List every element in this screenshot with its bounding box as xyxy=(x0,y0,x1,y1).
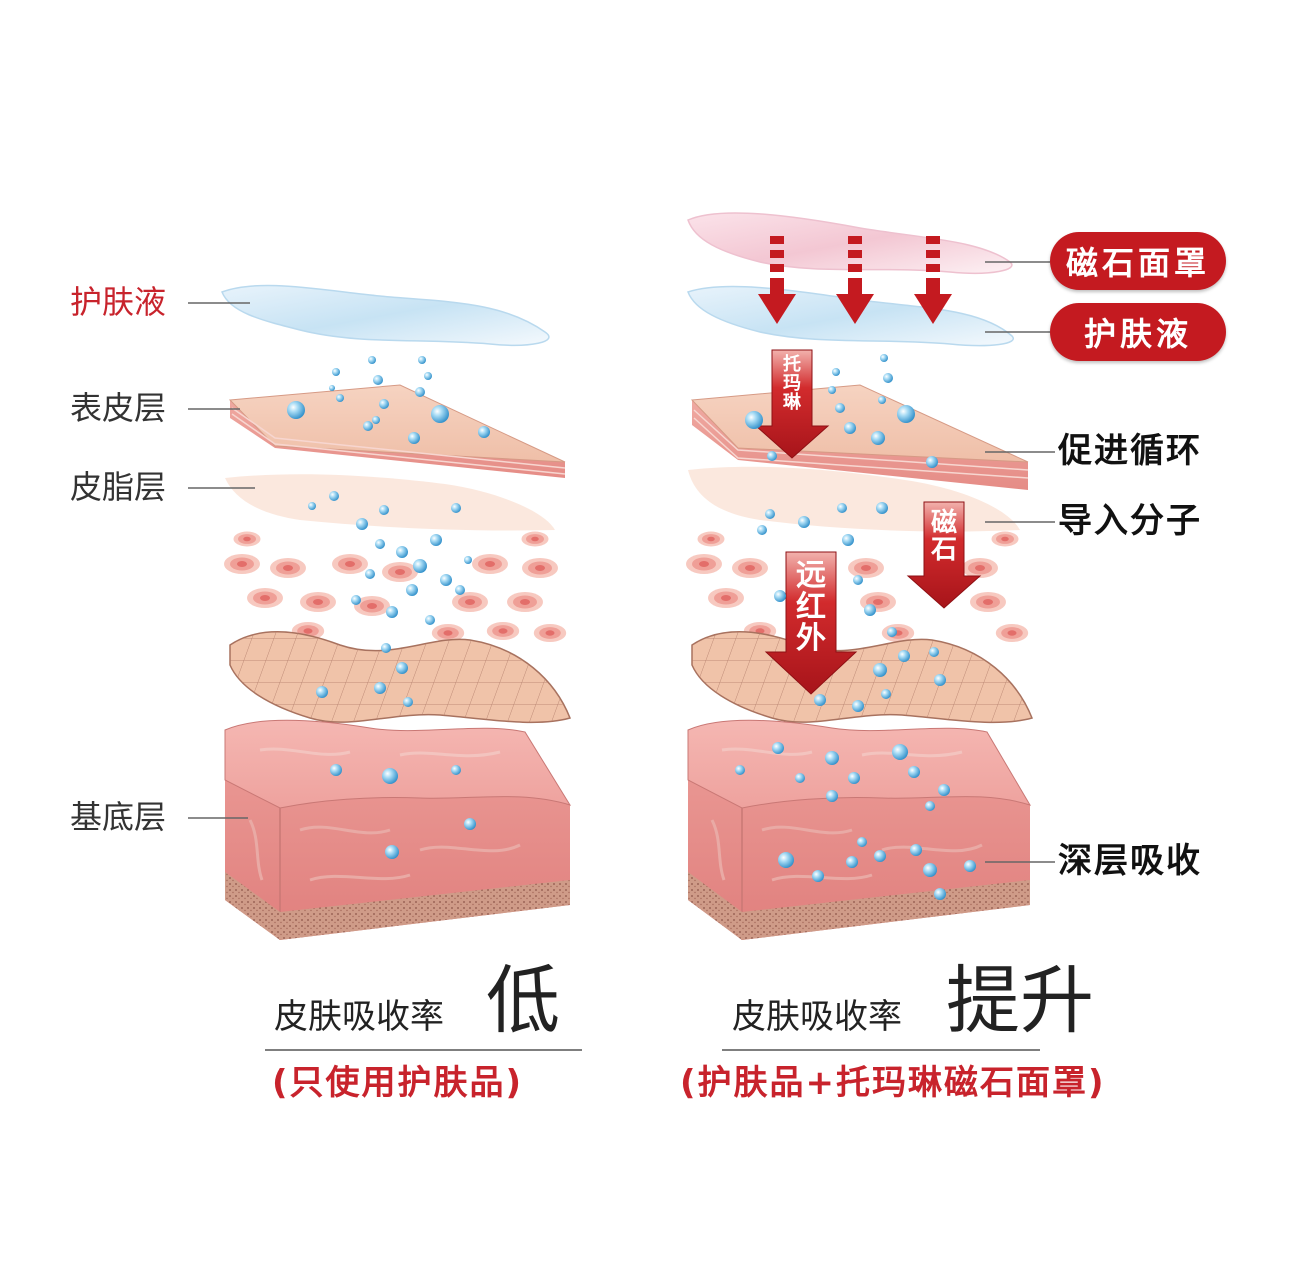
circulation-label: 促进循环 xyxy=(1058,431,1202,471)
sebum-label: 皮脂层 xyxy=(70,468,167,506)
far-infrared-arrow-label: 远 红 外 xyxy=(796,558,826,656)
right-caption: 皮肤吸收率 xyxy=(732,997,902,1037)
left-leader-lines xyxy=(188,302,255,819)
mask-pill: 磁石面罩 xyxy=(1050,232,1226,290)
far-infrared-arrow xyxy=(764,551,858,695)
right-basal-layer xyxy=(687,719,1032,940)
left-bubbles xyxy=(287,356,490,859)
right-serum-pill: 护肤液 xyxy=(1050,303,1226,361)
right-subcaption: (护肤品+托玛琳磁石面罩) xyxy=(680,1063,1106,1103)
mask-arrows xyxy=(758,236,952,324)
epidermis-label: 表皮层 xyxy=(70,389,167,427)
right-bubbles xyxy=(735,354,976,900)
right-diagram xyxy=(686,212,1055,940)
left-serum-layer xyxy=(221,284,550,346)
right-cell-layer xyxy=(686,531,1029,642)
left-subcaption: (只使用护肤品) xyxy=(272,1063,524,1103)
left-serum-label: 护肤液 xyxy=(70,283,167,321)
left-grid-layer xyxy=(229,631,572,724)
left-sebum-layer xyxy=(225,474,555,531)
left-caption: 皮肤吸收率 xyxy=(274,997,444,1037)
basal-label: 基底层 xyxy=(70,798,167,836)
right-leader-lines xyxy=(985,261,1055,863)
left-cell-layer xyxy=(224,531,567,642)
left-diagram xyxy=(188,284,572,940)
left-basal-layer xyxy=(224,719,572,940)
molecules-label: 导入分子 xyxy=(1058,501,1202,541)
tourmaline-arrow xyxy=(754,349,830,459)
right-caption-big: 提升 xyxy=(946,958,1094,1044)
magnet-arrow xyxy=(906,501,982,609)
tourmaline-arrow-label: 托 玛 琳 xyxy=(783,354,801,413)
left-epidermis-layer xyxy=(228,384,566,478)
magnet-arrow-label: 磁 石 xyxy=(930,508,957,566)
deep-absorption-label: 深层吸收 xyxy=(1058,841,1202,881)
left-caption-big: 低 xyxy=(486,958,560,1044)
